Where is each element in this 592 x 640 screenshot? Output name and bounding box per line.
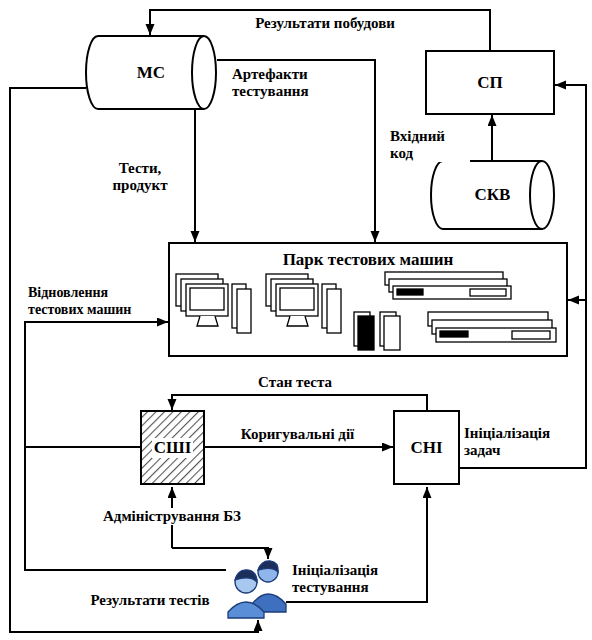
edge-label: Відновлення тестових машин: [28, 284, 166, 318]
edge-label: Ініціалізація задач: [464, 425, 576, 459]
edge-label: Коригувальні дії: [205, 426, 390, 443]
connector: [172, 395, 427, 410]
workstation-icon: [176, 274, 251, 333]
box-border: [394, 411, 459, 484]
node-label: СШІ: [152, 438, 194, 458]
connector: [491, 115, 493, 160]
process-box: СНІ: [393, 410, 460, 485]
node-label: СП: [477, 73, 503, 93]
annotation-label: Ініціалізація тестування: [292, 562, 410, 596]
edge-label: Стан теста: [230, 374, 360, 391]
annotation-label: Результати тестів: [90, 592, 210, 609]
drum-end: [530, 161, 542, 229]
wire: [10, 88, 427, 632]
node-label: СНІ: [410, 438, 442, 458]
process-box: СП: [425, 50, 555, 115]
machine-pool-box: Парк тестових машин: [168, 242, 568, 357]
connector: [217, 60, 375, 242]
connector: [194, 110, 196, 242]
box-border: [426, 51, 554, 114]
wire: [10, 88, 258, 632]
users-icon: [228, 561, 286, 618]
wire: [172, 548, 268, 559]
storage-drum: МС: [85, 35, 217, 110]
storage-drum: СКВ: [430, 160, 555, 230]
workstation-icon: [266, 274, 341, 333]
drum-body: [86, 36, 216, 109]
server-icon: [354, 272, 556, 350]
box-border: [169, 243, 567, 356]
node-label: МС: [137, 63, 165, 83]
edge-label: Вхідний код: [390, 128, 470, 162]
drum-body: [431, 161, 554, 229]
edge-label: Артефакти тестування: [232, 66, 362, 100]
annotation-label: Адміністрування БЗ: [96, 508, 248, 525]
node-label: Парк тестових машин: [283, 250, 454, 270]
drum-end: [192, 36, 204, 109]
edge-label: Тести, продукт: [92, 160, 188, 194]
connector: [205, 446, 393, 448]
node-label: СКВ: [475, 185, 511, 205]
wire: [286, 487, 427, 602]
expert-system-box: СШІ: [140, 410, 205, 485]
edge-label: Результати побудови: [215, 15, 435, 32]
hatched-box: [141, 411, 204, 484]
